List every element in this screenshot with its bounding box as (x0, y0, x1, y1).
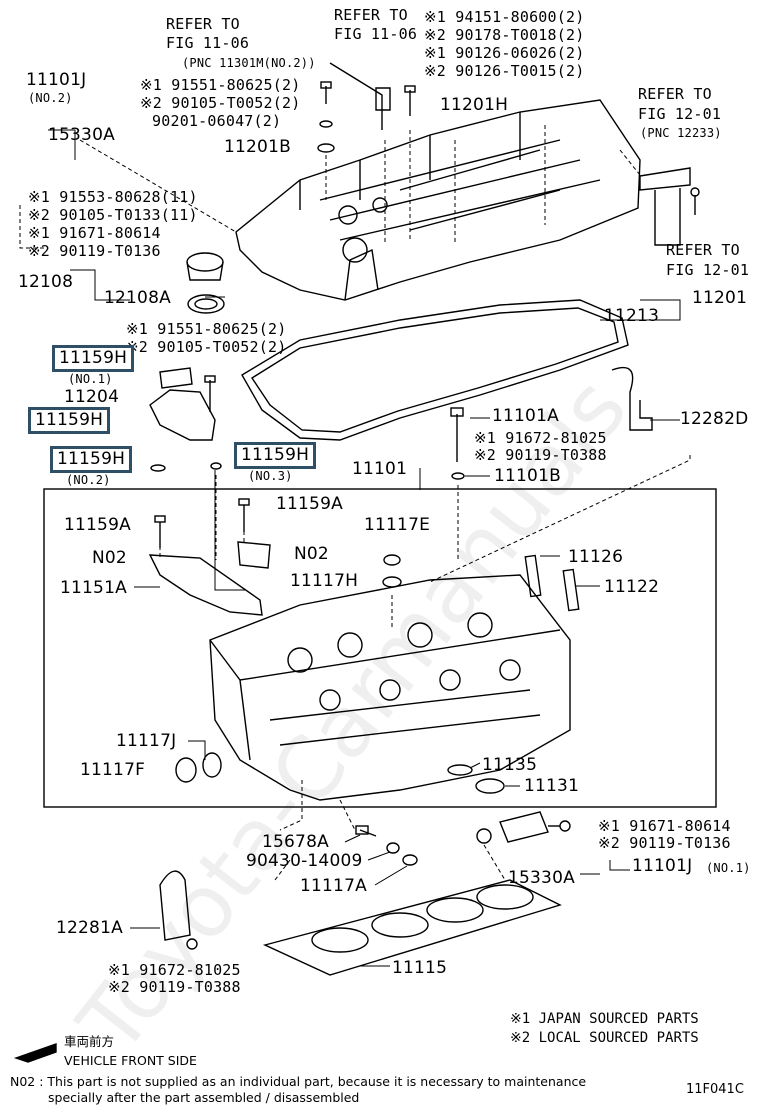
part-11115[interactable]: 11115 (392, 958, 448, 978)
part-11117A[interactable]: 11117A (300, 876, 367, 896)
code-90126-06026: ※1 90126-06026(2) (424, 44, 585, 62)
ref-fig-12-01-a-pnc: (PNC 12233) (640, 126, 722, 140)
code-91672-right: ※1 91672-81025 (474, 429, 607, 447)
part-11213[interactable]: 11213 (604, 306, 660, 326)
ref-fig-12-01-b-line2[interactable]: FIG 12-01 (666, 261, 750, 279)
ref-fig-11-06-b-line1[interactable]: REFER TO (334, 6, 408, 24)
part-11122[interactable]: 11122 (604, 577, 660, 597)
ref-fig-11-06-a-line1[interactable]: REFER TO (166, 15, 240, 33)
ref-fig-11-06-a-line2[interactable]: FIG 11-06 (166, 34, 250, 52)
code-94151: ※1 94151-80600(2) (424, 8, 585, 26)
code-90119-t0136-bottom: ※2 90119-T0136 (598, 834, 731, 852)
part-11117E[interactable]: 11117E (364, 515, 431, 535)
ref-fig-11-06-b-line2[interactable]: FIG 11-06 (334, 25, 418, 43)
part-12281A[interactable]: 12281A (56, 918, 123, 938)
part-11159H-no3-sub: (NO.3) (248, 469, 293, 483)
legend-japan-sourced: ※1 JAPAN SOURCED PARTS (510, 1011, 699, 1027)
part-11135[interactable]: 11135 (482, 755, 538, 775)
vehicle-front-jp: 車両前方 (64, 1034, 115, 1049)
part-15330A-bottom[interactable]: 15330A (508, 868, 575, 888)
code-90119-t0388-right: ※2 90119-T0388 (474, 446, 607, 464)
footnote-n02-line1: N02 : This part is not supplied as an in… (10, 1074, 587, 1089)
footnote-n02-line2: specially after the part assembled / dis… (48, 1090, 360, 1105)
part-11101J-no1[interactable]: 11101J (632, 856, 693, 876)
part-15678A[interactable]: 15678A (262, 832, 329, 852)
code-91553: ※1 91553-80628(11) (28, 188, 198, 206)
part-11117J[interactable]: 11117J (116, 731, 177, 751)
part-11101J-no1-sub: (NO.1) (706, 861, 751, 875)
part-11159H-no2-highlighted[interactable]: 11159H (50, 446, 133, 473)
cylinder-head-assy-frame (43, 488, 717, 808)
figure-id: 11F041C (686, 1082, 744, 1097)
part-11159A-right[interactable]: 11159A (276, 494, 343, 514)
code-91551-top: ※1 91551-80625(2) (140, 76, 301, 94)
part-11159A-left[interactable]: 11159A (64, 515, 131, 535)
label-n02-left: N02 (92, 548, 127, 568)
part-11117F[interactable]: 11117F (80, 760, 146, 780)
part-11201B[interactable]: 11201B (224, 137, 291, 157)
part-15330A-top[interactable]: 15330A (48, 125, 115, 145)
part-11159H-highlighted-2[interactable]: 11159H (28, 407, 111, 434)
part-12108[interactable]: 12108 (18, 272, 74, 292)
code-91671-top: ※1 91671-80614 (28, 224, 161, 242)
part-11101J-no2[interactable]: 11101J (26, 70, 87, 90)
code-90105-t0052-top: ※2 90105-T0052(2) (140, 94, 301, 112)
part-11159H-no2-sub: (NO.2) (66, 473, 111, 487)
part-11159H-no3-highlighted[interactable]: 11159H (234, 442, 317, 469)
part-11117H[interactable]: 11117H (290, 571, 359, 591)
code-90178: ※2 90178-T0018(2) (424, 26, 585, 44)
cylinder-head-drawing (209, 574, 571, 801)
label-n02-right: N02 (294, 544, 329, 564)
code-91671-bottom: ※1 91671-80614 (598, 817, 731, 835)
part-11101B[interactable]: 11101B (494, 466, 561, 486)
code-90119-t0388-bottom: ※2 90119-T0388 (108, 978, 241, 996)
code-91672-bottom: ※1 91672-81025 (108, 961, 241, 979)
part-11126[interactable]: 11126 (568, 547, 624, 567)
part-11201[interactable]: 11201 (692, 288, 748, 308)
part-11159H-no1-sub: (NO.1) (68, 372, 113, 386)
part-11151A[interactable]: 11151A (60, 578, 127, 598)
ref-fig-11-06-a-pnc: (PNC 11301M(NO.2)) (182, 56, 316, 70)
ref-fig-12-01-b-line1[interactable]: REFER TO (666, 241, 740, 259)
part-90430-14009[interactable]: 90430-14009 (246, 851, 363, 871)
code-90201: 90201-06047(2) (152, 112, 282, 130)
part-11101J-no2-sub: (NO.2) (28, 91, 73, 105)
part-11159H-no1-highlighted[interactable]: 11159H (52, 345, 135, 372)
code-90119-t0136-top: ※2 90119-T0136 (28, 242, 161, 260)
part-11101A[interactable]: 11101A (492, 406, 559, 426)
part-12108A[interactable]: 12108A (104, 288, 171, 308)
ref-fig-12-01-a-line2[interactable]: FIG 12-01 (638, 105, 722, 123)
ref-fig-12-01-a-line1[interactable]: REFER TO (638, 85, 712, 103)
cylinder-head-cover-drawing (235, 99, 641, 301)
vehicle-front-en: VEHICLE FRONT SIDE (64, 1053, 197, 1068)
part-11201H[interactable]: 11201H (440, 95, 509, 115)
code-91551-mid: ※1 91551-80625(2) (126, 320, 287, 338)
code-90105-t0052-mid: ※2 90105-T0052(2) (126, 338, 287, 356)
part-12282D[interactable]: 12282D (680, 409, 749, 429)
code-90105-t0133: ※2 90105-T0133(11) (28, 206, 198, 224)
part-11101[interactable]: 11101 (352, 459, 408, 479)
code-90126-t0015: ※2 90126-T0015(2) (424, 62, 585, 80)
part-11204[interactable]: 11204 (64, 387, 120, 407)
head-gasket-drawing (262, 879, 562, 976)
part-11131[interactable]: 11131 (524, 776, 580, 796)
legend-local-sourced: ※2 LOCAL SOURCED PARTS (510, 1030, 699, 1046)
